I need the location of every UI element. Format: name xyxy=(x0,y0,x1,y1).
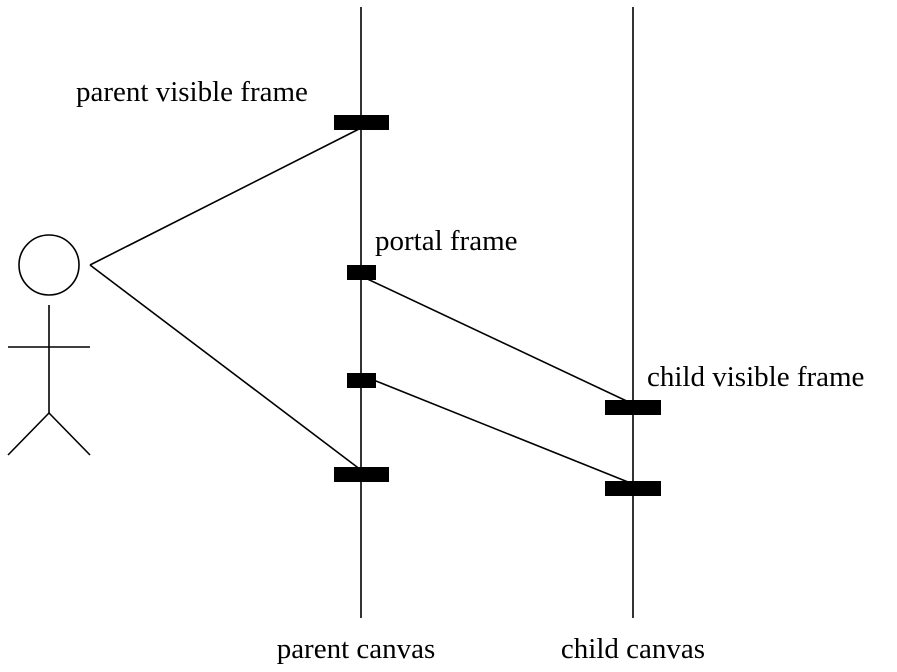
child-canvas-label: child canvas xyxy=(561,633,705,665)
actor-left-leg xyxy=(7,412,50,456)
child-visible-frame-bar xyxy=(605,400,661,415)
parent-small-frame-bar xyxy=(347,373,376,388)
viewer-to-parent-visible-frame-line xyxy=(89,127,362,266)
parent-visible-frame-bar xyxy=(334,115,389,130)
parent-small-frame-to-child-canvas-frame-line xyxy=(360,374,634,485)
parent-visible-frame-label: parent visible frame xyxy=(76,76,308,108)
portal-frame-to-child-visible-frame-line xyxy=(360,275,634,405)
actor-right-leg xyxy=(48,412,91,456)
actor-head xyxy=(18,234,80,296)
viewer-actor-figure xyxy=(7,234,91,456)
parent-canvas-label: parent canvas xyxy=(277,633,436,665)
viewer-to-parent-canvas-frame-line xyxy=(89,264,362,471)
child-visible-frame-label: child visible frame xyxy=(647,361,864,393)
child-canvas-frame-bar xyxy=(605,481,661,496)
portal-frame-label: portal frame xyxy=(375,225,518,257)
parent-canvas-frame-bar xyxy=(334,467,389,482)
portal-frame-bar xyxy=(347,265,376,280)
